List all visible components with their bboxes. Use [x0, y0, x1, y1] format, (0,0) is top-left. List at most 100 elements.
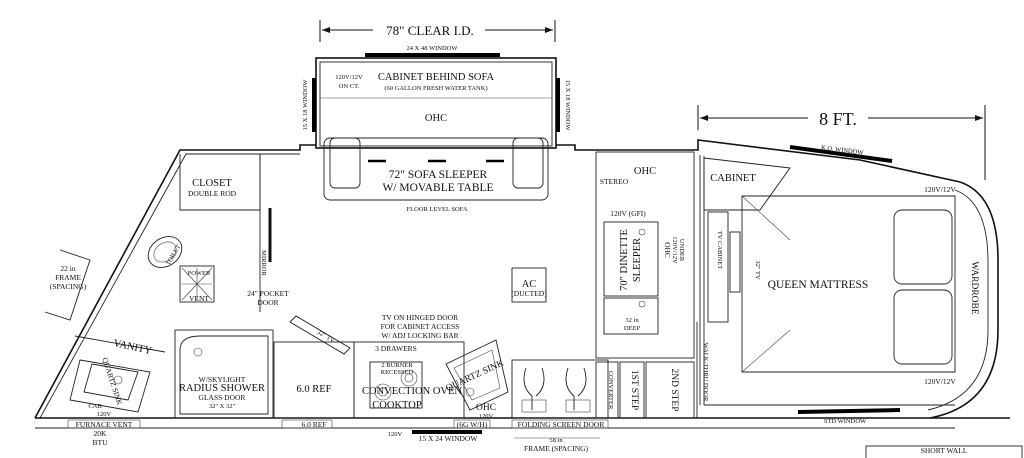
screen-door-label: FOLDING SCREEN DOOR	[518, 420, 605, 429]
dinette-area: OHC STEREO 120V (GFI) 70" DINETTE SLEEPE…	[595, 151, 709, 419]
power-vent-label-1: POWER	[188, 270, 211, 277]
ohc-under-1: OHC	[663, 242, 672, 258]
shower-label-2: RADIUS SHOWER	[179, 383, 265, 394]
vanity-sink	[69, 359, 151, 413]
dinette-label-1: 70" DINETTE	[619, 229, 630, 291]
first-step	[619, 361, 645, 419]
slide-out-area: 120V/12V ON CT. CABINET BEHIND SOFA (60 …	[320, 72, 552, 213]
mirror-label: MIRROR	[260, 250, 267, 276]
bedroom-cabinet	[703, 157, 791, 211]
ref-label: 6.0 REF	[296, 384, 331, 395]
bedroom: CABINET TV CABINET 32" TV 120V/12V QUEEN…	[699, 155, 979, 406]
sofa-sleeper	[323, 137, 549, 201]
closet: CLOSET DOUBLE ROD MIRROR 24" POCKET DOOR	[179, 154, 289, 312]
deep-label-1: 32 in	[625, 317, 639, 324]
frame-spacing-left-3: (SPACING)	[50, 282, 87, 291]
burner-label-1: 2 BURNER	[381, 362, 413, 369]
shower-label-4: 32" X 32"	[209, 403, 236, 410]
closet-label: CLOSET	[192, 178, 232, 189]
bedroom-outlet-bottom: 120V/12V	[924, 377, 956, 386]
drawers-label: 3 DRAWERS	[375, 344, 417, 353]
slide-outlet-line1: 120V/12V	[335, 74, 363, 81]
outlet-120v-bottom: 120V	[479, 413, 494, 420]
bedroom-cabinet-label: CABINET	[710, 173, 756, 184]
tv-note-1: TV ON HINGED DOOR	[382, 313, 458, 322]
floor-level-sofa: FLOOR LEVEL SOFA	[406, 206, 467, 213]
kitchen-sink	[445, 339, 509, 411]
stereo-label: STEREO	[600, 177, 629, 186]
step-2-label: 2ND STEP	[669, 368, 679, 411]
dinette-label-2: SLEEPER	[632, 238, 643, 282]
convection-oven-label: CONVECTION OVEN	[362, 386, 462, 397]
second-step	[645, 361, 695, 419]
frame-spacing-left-2: FRAME	[55, 273, 81, 282]
std-window	[797, 408, 901, 414]
frame-spacing-left-1: 22 in	[60, 264, 75, 273]
dimension-8ft: 8 FT.	[697, 105, 986, 180]
short-wall-label: SHORT WALL	[921, 446, 968, 455]
slide-ohc: OHC	[425, 113, 447, 124]
furnace-btu-2: BTU	[93, 438, 109, 447]
radius-shower: W/SKYLIGHT RADIUS SHOWER GLASS DOOR 32" …	[174, 329, 274, 419]
dimension-8ft-label: 8 FT.	[819, 109, 857, 129]
queen-mattress-label: QUEEN MATTRESS	[768, 279, 869, 291]
deep-label-2: DEEP	[624, 325, 641, 332]
title-block: SHORT WALL	[865, 445, 1023, 458]
cab-label: CAB	[88, 403, 102, 410]
slide-outlet-line2: ON CT.	[339, 83, 360, 90]
power-vent	[179, 265, 215, 303]
gfi-outlet: 120V (GFI)	[610, 209, 646, 218]
frame-spacing-bottom-1: 58 in	[549, 437, 563, 444]
ohc-bottom-label: OHC	[476, 403, 496, 413]
hinged-tv	[289, 315, 351, 355]
std-window-label: STD WINDOW	[824, 418, 867, 425]
ref-bottom-label: 6.0 REF	[301, 420, 326, 429]
ohc-under-3: UNDER	[678, 239, 685, 262]
furnace-btu-1: 20K	[94, 429, 108, 438]
left-window-label: 15 X 18 WINDOW	[302, 79, 309, 131]
dinette-ohc: OHC	[634, 166, 656, 177]
cooktop	[369, 361, 423, 409]
pocket-door-label-2: DOOR	[257, 298, 278, 307]
burner-label-2: RECESSED	[381, 369, 414, 376]
step-1-label: 1ST STEP	[629, 370, 639, 410]
bottom-window-label: 15 X 24 WINDOW	[419, 434, 479, 443]
entry: FOLDING SCREEN DOOR 58 in FRAME (SPACING…	[511, 359, 609, 453]
dinette-sleeper	[603, 221, 659, 297]
bedroom-tv-label: 32" TV	[754, 260, 761, 280]
power-vent-label-2: VENT	[189, 294, 209, 303]
tv-note-3: W/ ADJ LOCKING BAR	[381, 331, 458, 340]
water-tank-note: (60 GALLON FRESH WATER TANK)	[384, 85, 487, 92]
outlet-120v-bottom2: 120V	[388, 431, 403, 438]
double-rod-label: DOUBLE ROD	[188, 189, 237, 198]
outlet-120v-left: 120V	[97, 411, 112, 418]
ac-unit: AC (DUCTED)	[511, 267, 547, 303]
kitchen-counter	[353, 341, 465, 419]
ko-window	[789, 145, 893, 163]
queen-mattress	[741, 195, 956, 373]
windows: 24 X 48 WINDOW 15 X 18 WINDOW 15 X 18 WI…	[302, 45, 901, 443]
door-label: WALK-THRU DOOR	[702, 343, 709, 402]
shower-label-1: W/SKYLIGHT	[199, 375, 246, 384]
sofa-label-1: 72" SOFA SLEEPER	[389, 169, 488, 181]
pocket-door-label-1: 24" POCKET	[247, 289, 289, 298]
furnace-vent-label: FURNACE VENT	[76, 420, 133, 429]
ac-label-2: (DUCTED)	[511, 289, 547, 298]
dimension-78-clear: 78" CLEAR I.D.	[319, 20, 556, 42]
toilet: TOILET	[147, 236, 182, 268]
cabinet-behind-sofa: CABINET BEHIND SOFA	[378, 72, 495, 83]
converter-label: CONVERTER	[607, 371, 614, 410]
bathroom: TOILET POWER VENT 22 in FRAME (SPACING) …	[44, 236, 274, 447]
cooktop-label: COOKTOP	[372, 400, 422, 411]
water-heater-label: (6G W/H)	[457, 420, 488, 429]
tv-note-2: FOR CABINET ACCESS	[381, 322, 460, 331]
quartz-sink-label: QUARTZ SINK	[100, 356, 124, 406]
ac-label-1: AC	[522, 279, 537, 290]
top-window-label: 24 X 48 WINDOW	[407, 45, 459, 52]
frame-spacing-bottom-2: FRAME (SPACING)	[524, 444, 589, 453]
refrigerator	[273, 341, 355, 419]
tv-cabinet-label: TV CABINET	[716, 231, 723, 269]
outer-walls	[34, 57, 1010, 429]
shower-label-3: GLASS DOOR	[199, 393, 246, 402]
